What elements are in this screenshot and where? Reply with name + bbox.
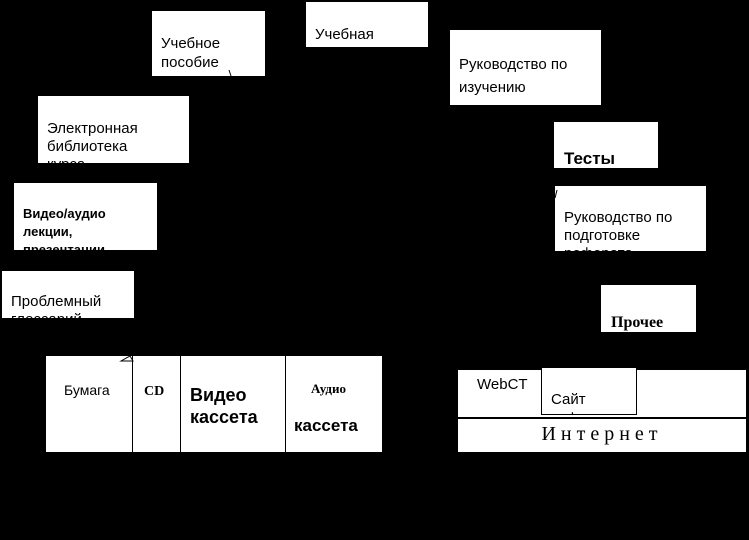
internet-label: Интернет: [541, 423, 663, 445]
dept-site-box: Сайт кафедры: [541, 367, 637, 415]
video-cassette-cell: Видео кассета: [181, 356, 286, 452]
tests-label: Тесты: [564, 149, 616, 168]
media-table: Бумага CD Видео кассета Аудио кассета: [46, 356, 382, 452]
video-cassette-label: Видео кассета: [190, 385, 258, 427]
other-box: Прочее: [601, 285, 696, 332]
video-lectures-label: Видео/аудио лекции, презентации: [23, 206, 106, 250]
audio-cassette-cell: Аудио кассета: [286, 356, 382, 452]
webct-label: WebCT: [477, 376, 528, 393]
audio-label: Аудио: [311, 381, 346, 396]
essay-guide-box: Руководство по подготовке реферата: [555, 186, 706, 251]
other-label: Прочее: [611, 314, 664, 331]
tests-box: Тесты: [554, 122, 658, 168]
paper-cell: Бумага: [46, 356, 133, 452]
dept-site-label: Сайт кафедры: [551, 391, 614, 414]
curriculum-label: Учебная программа: [315, 26, 391, 47]
paper-label: Бумага: [64, 382, 110, 398]
cassette-label: кассета: [294, 416, 358, 435]
e-library-label: Электронная библиотека курса: [47, 120, 138, 163]
video-lectures-box: Видео/аудио лекции, презентации: [14, 183, 157, 250]
study-guide-box: Руководство по изучению дисциплины: [450, 30, 601, 105]
textbook-box: Учебное пособие: [152, 11, 265, 76]
cd-label: CD: [144, 384, 165, 399]
curriculum-box: Учебная программа: [306, 2, 428, 47]
cd-cell: CD: [133, 356, 181, 452]
internet-bar: Интернет: [458, 419, 746, 452]
study-guide-label: Руководство по изучению дисциплины: [459, 56, 568, 105]
e-library-box: Электронная библиотека курса: [38, 96, 189, 163]
glossary-box: Проблемный глоссарий: [2, 271, 134, 318]
essay-guide-label: Руководство по подготовке реферата: [564, 209, 673, 251]
textbook-label: Учебное пособие: [161, 35, 221, 71]
glossary-label: Проблемный глоссарий: [11, 293, 102, 318]
